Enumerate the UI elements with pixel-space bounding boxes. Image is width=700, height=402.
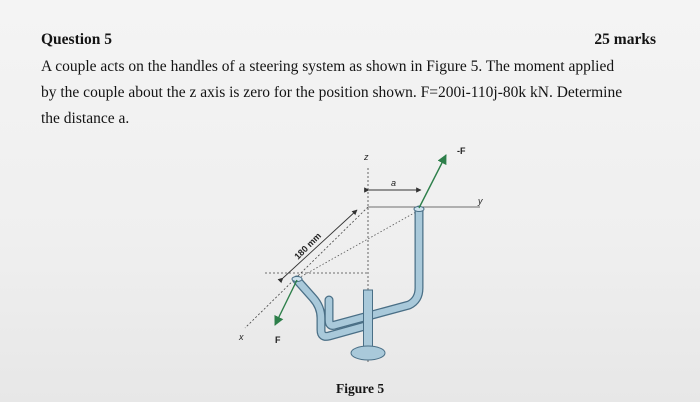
- question-marks: 25 marks: [594, 31, 656, 48]
- y-axis-label: y: [477, 196, 483, 206]
- question-header: Question 5 25 marks: [41, 31, 656, 53]
- question-line-3: the distance a.: [41, 110, 130, 127]
- force-neg-label: -F: [457, 146, 466, 156]
- force-pos-label: F: [275, 335, 281, 345]
- dimension-180-label: 180 mm: [292, 231, 323, 262]
- dimension-180-line: [277, 209, 358, 284]
- question-body: A couple acts on the handles of a steeri…: [41, 54, 673, 132]
- force-pos-arrow: [274, 279, 298, 326]
- a-dimension-label: a: [391, 178, 396, 188]
- question-line-1: A couple acts on the handles of a steeri…: [41, 58, 615, 75]
- question-title: Question 5: [41, 31, 113, 48]
- x-axis-label: x: [238, 332, 244, 342]
- z-axis-label: z: [363, 152, 369, 162]
- steering-shaft: [363, 289, 373, 353]
- steering-base: [350, 345, 386, 361]
- steering-system-figure: z y x a -F F 180 mm: [225, 140, 510, 375]
- force-neg-arrow: [418, 154, 447, 209]
- figure-caption: Figure 5: [336, 381, 385, 396]
- question-line-2: by the couple about the z axis is zero f…: [41, 84, 623, 101]
- figure-drawing: z y x a -F F 180 mm: [238, 146, 483, 362]
- x-axis-line: [244, 206, 369, 329]
